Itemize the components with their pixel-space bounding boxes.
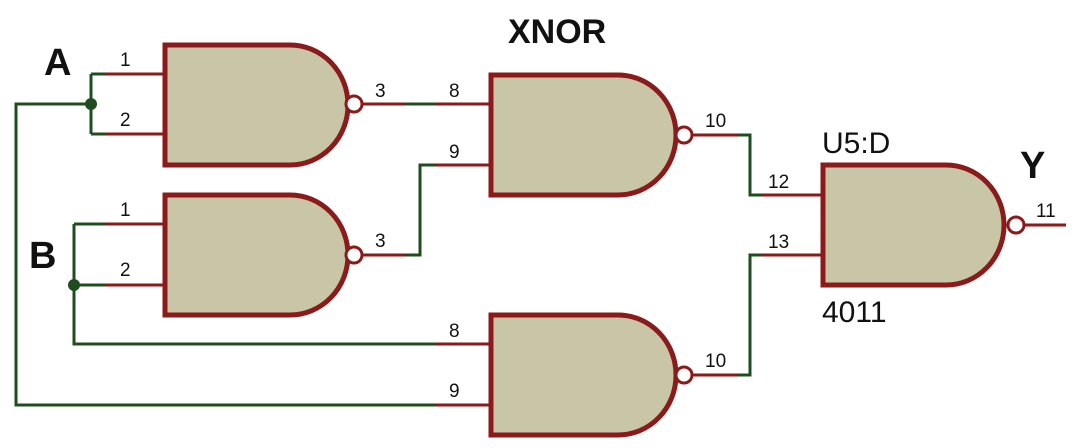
inversion-bubble bbox=[1006, 215, 1026, 235]
pin-label-in1: 1 bbox=[120, 200, 131, 221]
inversion-bubble bbox=[344, 245, 364, 265]
pin-label-in2: 2 bbox=[120, 110, 131, 131]
inversion-bubble bbox=[674, 125, 694, 145]
pin-label-out: 10 bbox=[705, 351, 726, 372]
pin-label-in1: 8 bbox=[449, 81, 460, 102]
pin-line bbox=[436, 342, 738, 407]
diagram-title: XNOR bbox=[508, 13, 606, 51]
junction-b bbox=[68, 279, 80, 291]
gate-body bbox=[162, 192, 351, 318]
wire-gate2-to-gate3 bbox=[405, 163, 436, 257]
pin-label-in2: 2 bbox=[120, 260, 131, 281]
gate-body bbox=[488, 72, 679, 198]
part-value: 4011 bbox=[822, 296, 887, 329]
pin-label-out: 3 bbox=[375, 231, 386, 252]
wire-a-to-gate4 bbox=[14, 102, 436, 407]
nand-gate-3: 8 9 10 bbox=[436, 72, 738, 198]
nand-gate-2: 1 2 3 bbox=[106, 192, 405, 318]
pin-label-in2: 9 bbox=[449, 381, 460, 402]
pin-label-out: 10 bbox=[705, 111, 726, 132]
pin-line bbox=[106, 222, 405, 287]
part-reference: U5:D bbox=[822, 127, 890, 160]
inversion-bubble bbox=[674, 365, 694, 385]
wire-b-pin-stubs bbox=[74, 222, 106, 287]
nand-gate-1: 1 2 3 bbox=[106, 42, 405, 168]
wire-gate4-to-gate5 bbox=[738, 253, 762, 377]
input-label-b: B bbox=[29, 235, 56, 277]
nand-gate-4: 8 9 10 bbox=[436, 312, 738, 438]
wire-b-bus bbox=[72, 224, 436, 346]
nand-gate-5: 12 13 11 bbox=[762, 162, 1066, 288]
pin-line bbox=[436, 102, 738, 167]
pin-label-in1: 8 bbox=[449, 321, 460, 342]
pin-label-in2: 9 bbox=[449, 142, 460, 163]
pin-label-in2: 13 bbox=[768, 232, 789, 253]
gate-body bbox=[162, 42, 351, 168]
wire-a-pin-stubs bbox=[91, 72, 106, 136]
pin-line bbox=[762, 193, 1066, 257]
junction-a bbox=[85, 98, 97, 110]
output-label-y: Y bbox=[1020, 145, 1045, 187]
pin-label-out: 11 bbox=[1036, 201, 1056, 222]
input-label-a: A bbox=[44, 42, 71, 84]
pin-label-out: 3 bbox=[375, 81, 386, 102]
pin-label-in1: 12 bbox=[768, 172, 789, 193]
gate-body bbox=[820, 162, 1007, 288]
inversion-bubble bbox=[344, 94, 364, 114]
pin-line bbox=[106, 72, 405, 136]
gate-body bbox=[488, 312, 679, 438]
pin-label-in1: 1 bbox=[120, 50, 131, 71]
wire-gate3-to-gate5 bbox=[738, 133, 762, 197]
